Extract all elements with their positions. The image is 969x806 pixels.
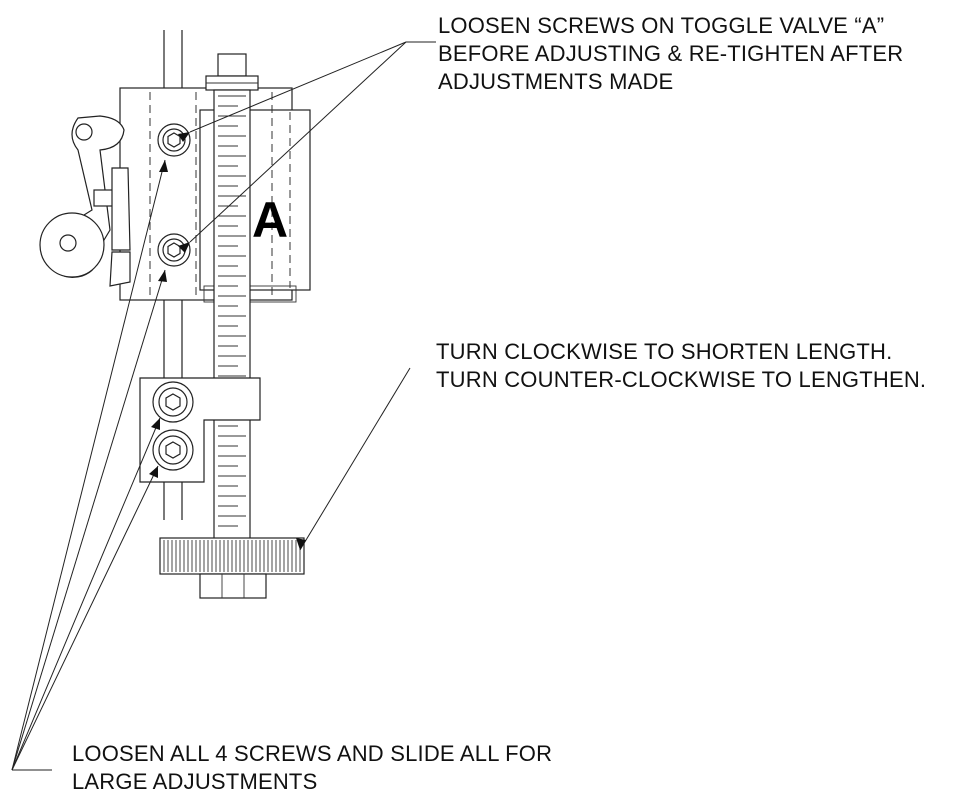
top-bolt [205, 53, 259, 91]
note-line: TURN CLOCKWISE TO SHORTEN LENGTH. [436, 339, 893, 364]
note-line: BEFORE ADJUSTING & RE-TIGHTEN AFTER [438, 41, 904, 66]
note-line: ADJUSTMENTS MADE [438, 69, 674, 94]
rotation-note: TURN CLOCKWISE TO SHORTEN LENGTH. TURN C… [436, 338, 926, 394]
large-adjust-note: LOOSEN ALL 4 SCREWS AND SLIDE ALL FOR LA… [72, 740, 552, 796]
valve-letter-label: A [252, 192, 289, 248]
note-line: TURN COUNTER-CLOCKWISE TO LENGTHEN. [436, 367, 927, 392]
threaded-rod [213, 89, 251, 541]
toggle-valve-note: LOOSEN SCREWS ON TOGGLE VALVE “A” BEFORE… [438, 12, 903, 96]
knurled-knob [159, 537, 305, 599]
roller-lever [39, 115, 131, 287]
note-line: LARGE ADJUSTMENTS [72, 769, 318, 794]
leader-lines [11, 41, 436, 771]
note-line: LOOSEN SCREWS ON TOGGLE VALVE “A” [438, 13, 885, 38]
valve-screws [157, 123, 191, 267]
note-line: LOOSEN ALL 4 SCREWS AND SLIDE ALL FOR [72, 741, 553, 766]
clamp-screws [152, 381, 194, 471]
